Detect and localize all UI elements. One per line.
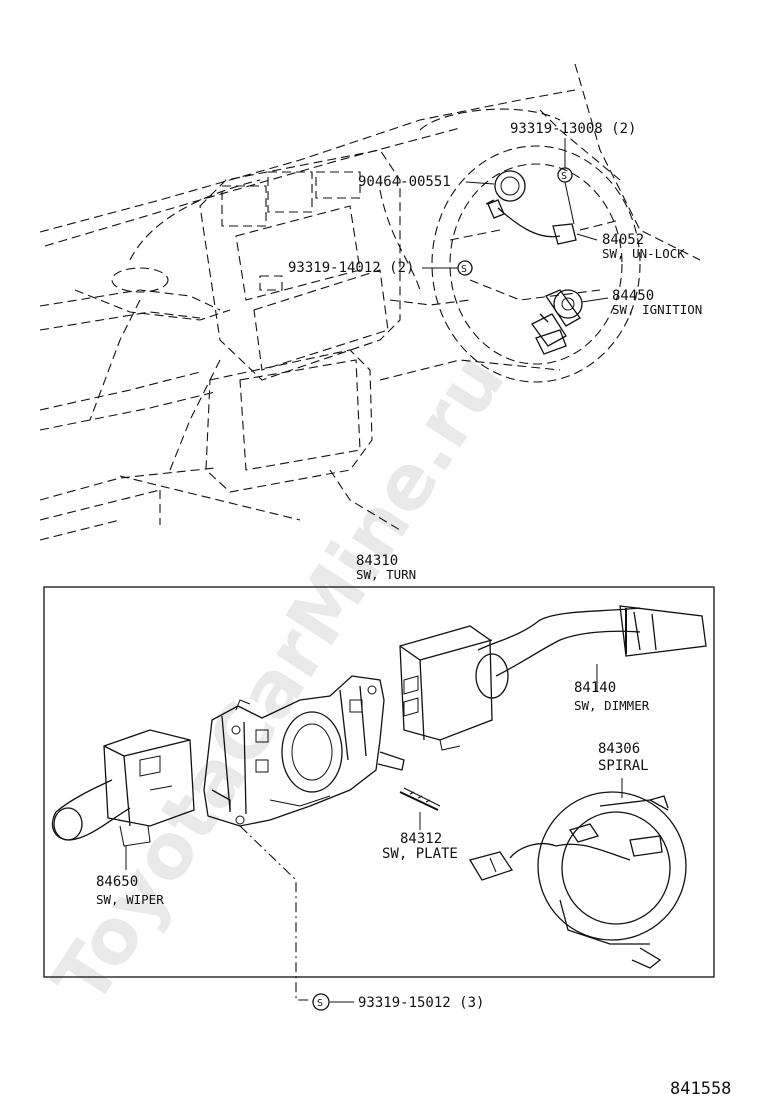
label-84140-number: 84140	[574, 680, 616, 696]
label-84450-name: SW, IGNITION	[612, 302, 702, 317]
label-84650-name: SW, WIPER	[96, 892, 164, 907]
label-84306-name: SPIRAL	[598, 758, 649, 774]
label-93319-14012: 93319-14012 (2)	[288, 260, 414, 276]
switch-plate-drawing	[399, 787, 441, 811]
leader-line	[581, 297, 609, 303]
label-84450-number: 84450	[612, 288, 654, 304]
label-84052-number: 84052	[602, 232, 644, 248]
leader-line	[465, 181, 495, 185]
label-84312-name: SW, PLATE	[382, 846, 458, 862]
dashboard-outline	[39, 63, 701, 541]
screw-symbol: S	[457, 260, 473, 276]
ignition-switch-drawing	[531, 289, 583, 355]
watermark: ToyotaCarMine.ru	[35, 338, 521, 1020]
label-84312-number: 84312	[400, 831, 442, 847]
label-84140-name: SW, DIMMER	[574, 698, 650, 713]
label-84306-number: 84306	[598, 741, 640, 757]
label-84310-name: SW, TURN	[356, 567, 416, 582]
steering-wheel-outline	[431, 145, 641, 383]
label-84310-number: 84310	[356, 553, 398, 569]
screw-symbol: S	[557, 167, 573, 183]
spiral-cable-drawing	[468, 791, 687, 969]
wiper-switch-drawing	[51, 729, 195, 847]
screw-symbol: S	[312, 993, 330, 1011]
assembly-box	[43, 586, 715, 978]
svg-text:S: S	[461, 264, 467, 275]
label-90464-00551: 90464-00551	[358, 174, 451, 190]
leader-line	[564, 181, 575, 225]
label-93319-15012: 93319-15012 (3)	[358, 995, 484, 1011]
label-93319-13008: 93319-13008 (2)	[510, 121, 636, 137]
svg-text:S: S	[317, 998, 323, 1009]
svg-text:S: S	[561, 171, 567, 182]
unlock-switch-drawing	[485, 170, 577, 245]
switch-body-drawing	[203, 675, 405, 827]
label-84052-name: SW, UN-LOCK	[602, 246, 685, 261]
label-84650-number: 84650	[96, 874, 138, 890]
dimmer-switch-drawing	[399, 605, 707, 751]
leader-line	[576, 233, 598, 241]
diagram-id: 841558	[670, 1079, 731, 1099]
leader-line-dashed	[239, 825, 312, 1001]
